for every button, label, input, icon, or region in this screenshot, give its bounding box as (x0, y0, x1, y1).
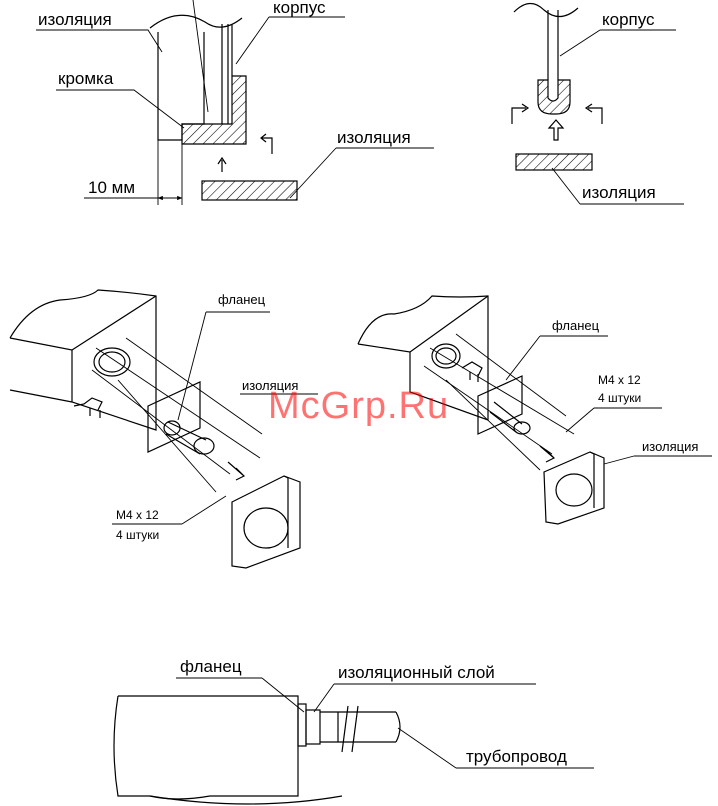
fig5-insulation-layer-label: изоляционный слой (338, 663, 495, 682)
turn-arrow-icon (261, 134, 272, 154)
housing (358, 296, 488, 348)
up-arrow-icon (218, 158, 226, 172)
insulation-strip (516, 154, 592, 170)
fig1-edge-label: кромка (58, 69, 114, 88)
unit-body (114, 696, 298, 799)
fig1-insulation-right-label: изоляция (337, 128, 411, 147)
fig4-insulation-label: изоляция (642, 439, 698, 454)
fig4-screw-count: 4 штуки (598, 391, 641, 405)
figure-u-insulation: корпус изоляция (512, 3, 684, 204)
figure-pipeline-connection: фланец изоляционный слой трубопровод (114, 657, 594, 804)
fig1-gap-label: 10 мм (88, 178, 135, 197)
left-arrow-icon (512, 104, 528, 124)
insulation-cover (232, 476, 300, 568)
right-arrow-icon (586, 104, 602, 124)
pipe (320, 712, 396, 742)
fig3-screw-count: 4 штуки (116, 528, 159, 542)
insulation-strip (202, 181, 297, 200)
fig5-pipeline-label: трубопровод (466, 747, 567, 766)
u-profile-hatched (538, 80, 570, 114)
watermark: McGrp.Ru (268, 385, 449, 427)
fig4-screw-spec: M4 x 12 (598, 373, 641, 387)
clip (74, 398, 102, 418)
fig3-flange-label: фланец (218, 292, 266, 307)
figure-edge-insulation: изоляция корпус кромка изоляция 10 мм (36, 0, 434, 205)
fig2-insulation-label: изоляция (582, 183, 656, 202)
body-corner-hatched (182, 76, 246, 144)
fig2-body-label: корпус (602, 10, 655, 29)
fig1-insulation-top-label: изоляция (38, 10, 112, 29)
fig5-flange-label: фланец (180, 657, 242, 676)
push-arrow-icon (228, 462, 244, 480)
insulation-layer (306, 710, 320, 744)
insulation-cover (544, 452, 604, 524)
housing (10, 290, 156, 370)
fig1-body-label: корпус (273, 0, 326, 17)
clip (462, 362, 482, 382)
figure-flange-assembly-1: фланец изоляция M4 x 12 4 штуки (10, 290, 318, 568)
fig3-screw-spec: M4 x 12 (116, 508, 159, 522)
up-hollow-arrow-icon (549, 120, 563, 140)
fig4-flange-label: фланец (552, 318, 600, 333)
